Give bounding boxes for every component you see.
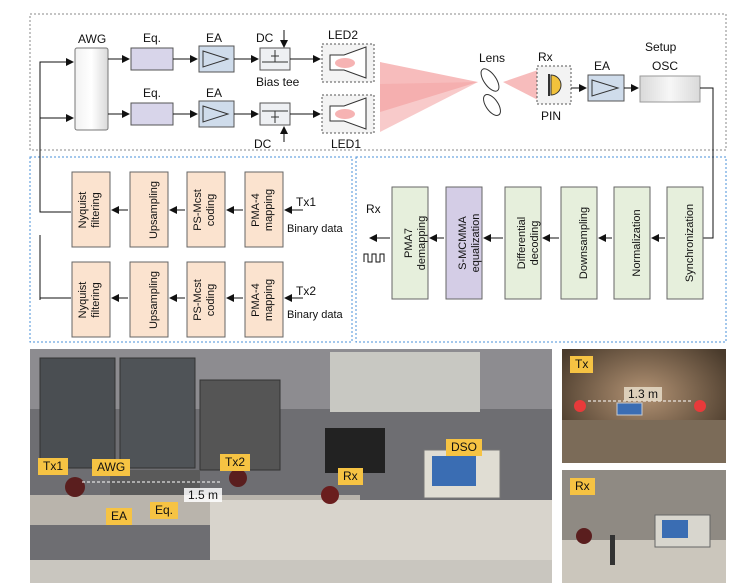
- tx2-pma4-block: [244, 261, 284, 338]
- photo-main: [30, 349, 552, 583]
- photo-tx2-tag: Tx2: [220, 454, 251, 471]
- tx2-block-label: Nyquistfiltering: [77, 282, 102, 319]
- bias-tee-label: Bias tee: [256, 75, 300, 89]
- eq-label-bottom: Eq.: [143, 86, 161, 100]
- rx-block-label: S-MCMMAequalization: [457, 214, 482, 273]
- rx-normalization-block: [613, 186, 651, 300]
- photo-ea-tag: EA: [106, 508, 133, 525]
- rx-differential-block: [504, 186, 542, 300]
- amplifier-icon: [202, 50, 230, 68]
- rx-downsampling-block: [560, 186, 598, 300]
- tx1-block-label: PMA-4mapping: [250, 189, 275, 231]
- photo-dso-tag: DSO: [446, 439, 483, 456]
- rx-pma7-demapping-block: [391, 186, 429, 300]
- awg-label: AWG: [78, 32, 106, 46]
- tx1-pma4-block: [244, 171, 284, 248]
- led1-label: LED1: [331, 137, 361, 151]
- tx1-block-label: Upsampling: [148, 181, 160, 239]
- osc-label: OSC: [652, 59, 678, 73]
- rx-block-label: Differentialdecoding: [516, 217, 541, 269]
- rx-block-label: Downsampling: [578, 207, 590, 279]
- tx2-block-label: PS-Mcstcoding: [192, 279, 217, 321]
- photo-distance-main: 1.5 m: [184, 488, 223, 502]
- led2-label: LED2: [328, 28, 358, 42]
- tx2-psmcst-block: [186, 261, 226, 338]
- ea-label-bottom: EA: [206, 86, 222, 100]
- pin-label: PIN: [541, 109, 561, 123]
- tx2-nyquist-block: [71, 261, 111, 338]
- binary-data-label-2: Binary data: [287, 309, 344, 321]
- tx1-nyquist-block: [71, 171, 111, 248]
- rx-output-label: Rx: [366, 202, 381, 216]
- photo-distance-tr: 1.3 m: [624, 387, 663, 401]
- pin-box: [536, 65, 572, 105]
- rx-block-label: PMA7demapping: [403, 216, 428, 270]
- rx-block-label: Normalization: [631, 209, 643, 276]
- ea-label-rx: EA: [594, 59, 610, 73]
- photo-tx-tag: Tx: [570, 356, 594, 373]
- bias-tee-symbol: [262, 50, 288, 63]
- awg-device: [74, 47, 109, 131]
- eq-block-bottom: [130, 102, 174, 126]
- rx-block-label: Synchronization: [684, 204, 696, 282]
- amplifier-icon: [202, 105, 230, 123]
- tx2-upsampling-block: [129, 261, 169, 338]
- lens-label: Lens: [479, 51, 505, 65]
- amplifier-icon: [591, 79, 620, 97]
- tx2-block-label: PMA-4mapping: [250, 279, 275, 321]
- rx-synchronization-block: [666, 186, 704, 300]
- rx-label: Rx: [538, 50, 553, 64]
- photo-tx1-tag: Tx1: [38, 458, 69, 475]
- lens-icon: [480, 68, 500, 92]
- binary-data-label-1: Binary data: [287, 223, 344, 235]
- dc-label-top: DC: [256, 31, 274, 45]
- tx1-psmcst-block: [186, 171, 226, 248]
- beam-led1: [380, 82, 478, 132]
- rx-dsp-region: [355, 156, 727, 343]
- optical-setup-region: [29, 13, 727, 151]
- photodiode-icon: [550, 74, 562, 96]
- lens-icon: [483, 94, 501, 116]
- tx1-label: Tx1: [296, 195, 316, 209]
- ea-label-top: EA: [206, 31, 222, 45]
- square-wave-icon: [363, 253, 385, 263]
- eq-block-top: [130, 47, 174, 71]
- tx2-block-label: Upsampling: [148, 271, 160, 329]
- osc-device: [639, 75, 701, 103]
- photo-awg-tag: AWG: [92, 459, 131, 476]
- bias-tee-symbol: [262, 110, 288, 123]
- setup-label: Setup: [645, 40, 677, 54]
- photo-rx-tag-br: Rx: [570, 478, 595, 495]
- dc-label-bottom: DC: [254, 137, 272, 151]
- eq-label-top: Eq.: [143, 31, 161, 45]
- tx2-label: Tx2: [296, 284, 316, 298]
- photo-rx-tag: Rx: [338, 468, 363, 485]
- tx1-block-label: Nyquistfiltering: [77, 192, 102, 229]
- rx-smcmma-block: [445, 186, 483, 300]
- photo-eq-tag: Eq.: [150, 502, 179, 519]
- tx1-upsampling-block: [129, 171, 169, 248]
- beam-lens: [503, 70, 538, 100]
- tx1-block-label: PS-Mcstcoding: [192, 189, 217, 231]
- tx-dsp-region: [29, 156, 353, 343]
